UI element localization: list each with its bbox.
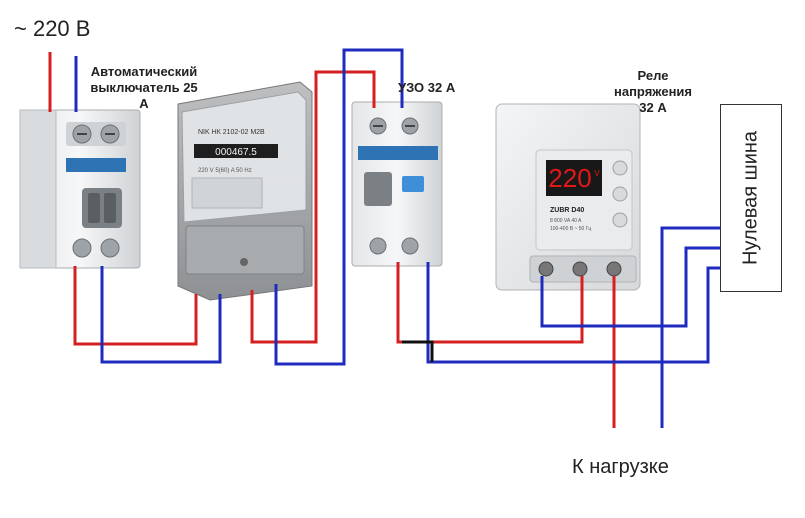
rcd-toggle[interactable] — [364, 172, 392, 206]
neutral-wires — [74, 48, 720, 428]
meter-ratings: 220 V 5(60) A 50 Hz — [198, 168, 252, 174]
meter-counter — [194, 144, 278, 158]
supply-label: ~ 220 В — [14, 16, 91, 41]
relay-to-busbar-neutral-wire — [540, 246, 720, 328]
electricity-meter-device: 000467.5 NIK НК 2102-02 M2B 220 V 5(60) … — [177, 81, 313, 301]
meter-to-rcd-phase-wire — [250, 70, 376, 344]
relay-menu-button[interactable] — [612, 186, 628, 202]
relay-label: Реле напряжения 32 А — [614, 68, 692, 115]
breaker-to-meter-phase-wire — [73, 266, 198, 346]
relay-display — [546, 160, 602, 196]
relay-display-unit: V — [594, 169, 600, 178]
relay-spec-1: 8 800 VA 40 A — [550, 218, 582, 224]
neutral-busbar: Нулевая шина — [720, 104, 782, 292]
busbar-label: Нулевая шина — [739, 130, 762, 266]
rcd-to-busbar-neutral-wire — [426, 262, 720, 364]
bridge-wire — [402, 340, 434, 362]
meter-to-rcd-neutral-wire — [274, 48, 404, 366]
rcd-test-button[interactable] — [402, 176, 424, 192]
relay-brand: ZUBR D40 — [550, 207, 584, 214]
relay-spec-2: 100-400 В ~ 50 Гц — [550, 226, 591, 232]
relay-display-value: 220 — [548, 163, 591, 193]
rcd-to-relay-phase-wire — [396, 262, 584, 344]
relay-up-button[interactable] — [612, 160, 628, 176]
breaker-to-meter-neutral-wire — [100, 266, 222, 364]
meter-model: NIK НК 2102-02 M2B — [198, 129, 265, 136]
voltage-relay-device: 220 V ZUBR D40 8 800 VA 40 A 100-400 В ~… — [495, 103, 641, 291]
mcb-device — [19, 109, 141, 269]
relay-down-button[interactable] — [612, 212, 628, 228]
load-label: К нагрузке — [572, 456, 669, 478]
phase-wires — [48, 52, 616, 428]
rcd-label: УЗО 32 А — [398, 80, 456, 95]
meter-display-value: 000467.5 — [215, 147, 257, 158]
load-neutral-wire — [660, 226, 720, 428]
breaker-label: Автоматический выключатель 25 А — [90, 64, 198, 111]
rcd-device — [351, 101, 443, 267]
